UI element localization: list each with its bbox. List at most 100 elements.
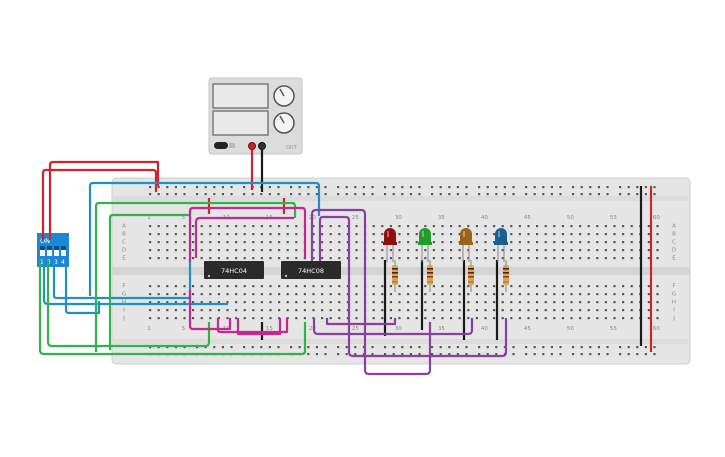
breadboard-hole[interactable]: [613, 293, 616, 296]
breadboard-hole[interactable]: [372, 301, 375, 304]
breadboard-hole[interactable]: [329, 309, 332, 312]
breadboard-hole[interactable]: [278, 241, 281, 244]
breadboard-hole[interactable]: [157, 293, 160, 296]
breadboard-hole[interactable]: [384, 186, 387, 189]
breadboard-hole[interactable]: [157, 309, 160, 312]
breadboard-hole[interactable]: [415, 241, 418, 244]
breadboard-hole[interactable]: [636, 193, 639, 196]
breadboard-hole[interactable]: [450, 293, 453, 296]
breadboard-hole[interactable]: [298, 186, 301, 189]
breadboard-hole[interactable]: [561, 249, 564, 252]
breadboard-hole[interactable]: [295, 241, 298, 244]
breadboard-hole[interactable]: [604, 309, 607, 312]
breadboard-hole[interactable]: [450, 309, 453, 312]
breadboard-hole[interactable]: [235, 241, 238, 244]
breadboard-hole[interactable]: [484, 317, 487, 320]
breadboard-hole[interactable]: [355, 249, 358, 252]
breadboard-hole[interactable]: [295, 225, 298, 228]
breadboard-hole[interactable]: [315, 353, 318, 356]
breadboard-hole[interactable]: [544, 309, 547, 312]
breadboard-hole[interactable]: [484, 293, 487, 296]
breadboard-hole[interactable]: [512, 193, 515, 196]
breadboard-hole[interactable]: [533, 346, 536, 349]
breadboard-hole[interactable]: [196, 186, 199, 189]
breadboard-hole[interactable]: [630, 301, 633, 304]
breadboard-hole[interactable]: [415, 309, 418, 312]
breadboard-hole[interactable]: [518, 301, 521, 304]
breadboard-hole[interactable]: [527, 233, 530, 236]
breadboard-hole[interactable]: [527, 309, 530, 312]
breadboard-hole[interactable]: [465, 193, 468, 196]
breadboard-hole[interactable]: [362, 186, 365, 189]
breadboard-hole[interactable]: [450, 285, 453, 288]
breadboard-hole[interactable]: [597, 353, 600, 356]
breadboard-hole[interactable]: [260, 241, 263, 244]
breadboard-hole[interactable]: [295, 233, 298, 236]
breadboard-hole[interactable]: [174, 186, 177, 189]
breadboard-hole[interactable]: [269, 233, 272, 236]
breadboard-hole[interactable]: [183, 193, 186, 196]
breadboard-hole[interactable]: [572, 353, 575, 356]
breadboard-hole[interactable]: [384, 353, 387, 356]
breadboard-hole[interactable]: [533, 353, 536, 356]
breadboard-hole[interactable]: [252, 285, 255, 288]
breadboard-hole[interactable]: [209, 285, 212, 288]
breadboard-hole[interactable]: [260, 257, 263, 260]
breadboard-hole[interactable]: [656, 257, 659, 260]
breadboard-hole[interactable]: [260, 301, 263, 304]
breadboard-hole[interactable]: [579, 293, 582, 296]
breadboard-hole[interactable]: [392, 186, 395, 189]
breadboard-hole[interactable]: [407, 317, 410, 320]
breadboard-hole[interactable]: [579, 317, 582, 320]
breadboard-hole[interactable]: [251, 193, 254, 196]
breadboard-hole[interactable]: [398, 309, 401, 312]
breadboard-hole[interactable]: [510, 317, 513, 320]
breadboard-hole[interactable]: [450, 249, 453, 252]
breadboard-hole[interactable]: [647, 249, 650, 252]
breadboard-hole[interactable]: [338, 249, 341, 252]
breadboard-hole[interactable]: [501, 257, 504, 260]
breadboard-hole[interactable]: [213, 346, 216, 349]
breadboard-hole[interactable]: [580, 346, 583, 349]
breadboard-hole[interactable]: [278, 293, 281, 296]
breadboard-hole[interactable]: [448, 193, 451, 196]
breadboard-hole[interactable]: [252, 309, 255, 312]
wire-blue-2[interactable]: [52, 262, 192, 300]
breadboard-hole[interactable]: [456, 353, 459, 356]
breadboard-hole[interactable]: [570, 309, 573, 312]
breadboard-hole[interactable]: [647, 225, 650, 228]
breadboard-hole[interactable]: [286, 233, 289, 236]
breadboard-hole[interactable]: [644, 353, 647, 356]
breadboard-hole[interactable]: [501, 225, 504, 228]
dip-toggle-2[interactable]: [47, 246, 52, 256]
breadboard-hole[interactable]: [493, 317, 496, 320]
breadboard-hole[interactable]: [587, 225, 590, 228]
breadboard-hole[interactable]: [647, 233, 650, 236]
breadboard-hole[interactable]: [321, 225, 324, 228]
breadboard-hole[interactable]: [570, 241, 573, 244]
breadboard-hole[interactable]: [209, 293, 212, 296]
breadboard-hole[interactable]: [401, 346, 404, 349]
breadboard-hole[interactable]: [579, 301, 582, 304]
breadboard-hole[interactable]: [355, 225, 358, 228]
breadboard-hole[interactable]: [209, 225, 212, 228]
breadboard-hole[interactable]: [484, 241, 487, 244]
breadboard-hole[interactable]: [337, 186, 340, 189]
breadboard-hole[interactable]: [209, 257, 212, 260]
breadboard-hole[interactable]: [647, 317, 650, 320]
breadboard-hole[interactable]: [484, 309, 487, 312]
breadboard-hole[interactable]: [217, 233, 220, 236]
breadboard-hole[interactable]: [312, 241, 315, 244]
breadboard-hole[interactable]: [596, 301, 599, 304]
breadboard-hole[interactable]: [630, 285, 633, 288]
breadboard-hole[interactable]: [384, 346, 387, 349]
breadboard-hole[interactable]: [398, 257, 401, 260]
breadboard-hole[interactable]: [381, 301, 384, 304]
breadboard-hole[interactable]: [260, 346, 263, 349]
breadboard-hole[interactable]: [553, 293, 556, 296]
breadboard-hole[interactable]: [312, 233, 315, 236]
breadboard-hole[interactable]: [200, 257, 203, 260]
breadboard-hole[interactable]: [439, 353, 442, 356]
breadboard-hole[interactable]: [217, 249, 220, 252]
breadboard-hole[interactable]: [243, 193, 246, 196]
